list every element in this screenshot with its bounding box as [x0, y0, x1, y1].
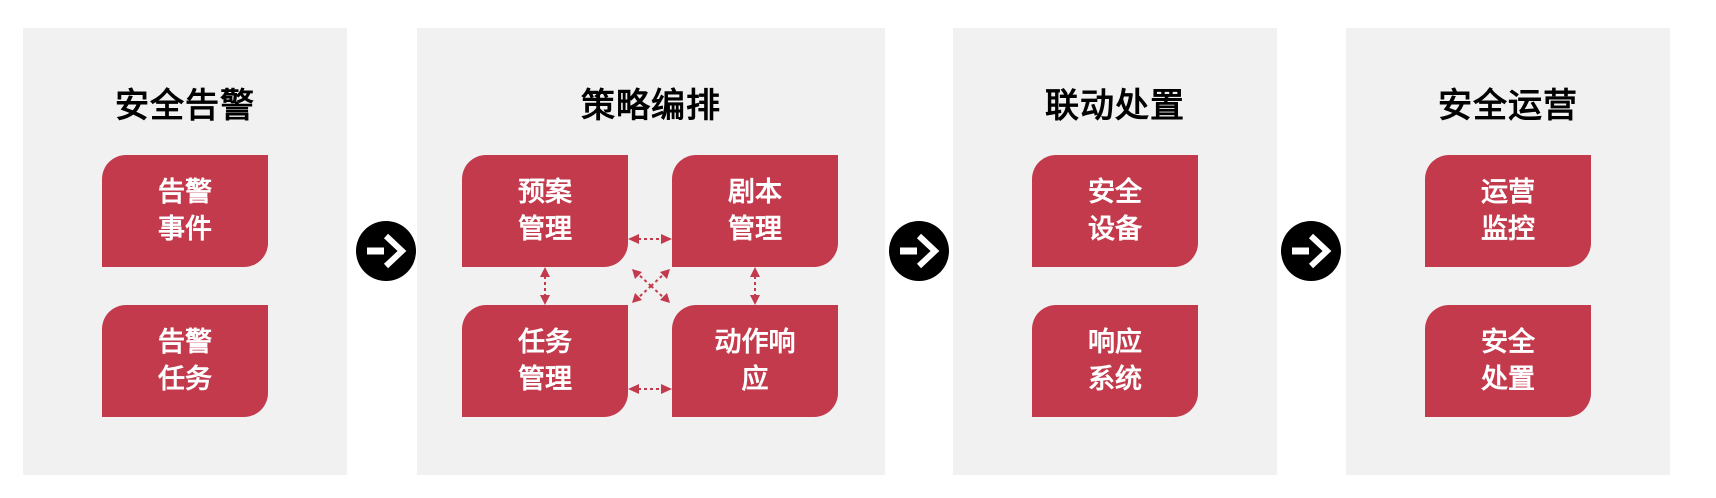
dashed-double-arrow-horizontal-icon: [628, 384, 672, 394]
node-task-management: 任务 管理: [462, 305, 628, 417]
node-label-line: 剧本: [728, 177, 782, 207]
node-label-line: 处置: [1481, 364, 1535, 394]
node-label-line: 运营: [1481, 177, 1535, 207]
node-label-line: 告警: [158, 177, 212, 207]
flow-arrow-icon: [889, 221, 949, 281]
dashed-double-arrow-vertical-icon: [540, 267, 550, 305]
panel-linked-disposal: 联动处置 安全 设备 响应 系统: [953, 28, 1277, 475]
flow-arrow-icon: [1281, 221, 1341, 281]
node-action-response: 动作响 应: [672, 305, 838, 417]
node-security-device: 安全 设备: [1032, 155, 1198, 267]
node-label-line: 事件: [158, 214, 212, 244]
node-label-line: 系统: [1088, 364, 1142, 394]
node-operation-monitoring: 运营 监控: [1425, 155, 1591, 267]
node-label-line: 管理: [728, 214, 782, 244]
four-way-dashed-arrow-icon: [632, 269, 670, 303]
panel-security-operations: 安全运营 运营 监控 安全 处置: [1346, 28, 1670, 475]
dashed-double-arrow-horizontal-icon: [628, 234, 672, 244]
panel-title: 联动处置: [1045, 87, 1185, 125]
flow-arrow-icon: [356, 221, 416, 281]
node-label-line: 安全: [1481, 327, 1535, 357]
panel-title: 安全运营: [1438, 87, 1578, 125]
node-label-line: 监控: [1481, 214, 1535, 244]
node-label-line: 动作响: [714, 327, 796, 357]
node-plan-management: 预案 管理: [462, 155, 628, 267]
panel-security-alert: 安全告警 告警 事件 告警 任务: [23, 28, 347, 475]
node-playbook-management: 剧本 管理: [672, 155, 838, 267]
node-label-line: 任务: [518, 327, 572, 357]
node-label-line: 管理: [518, 364, 572, 394]
node-label-line: 响应: [1088, 327, 1142, 357]
node-label-line: 任务: [158, 364, 212, 394]
node-label-line: 告警: [158, 327, 212, 357]
node-label-line: 设备: [1088, 214, 1142, 244]
node-response-system: 响应 系统: [1032, 305, 1198, 417]
node-label-line: 管理: [518, 214, 572, 244]
panel-title: 策略编排: [581, 87, 721, 125]
panel-policy-orchestration: 策略编排 预案 管理 剧本 管理 任务 管理 动作响 应: [417, 28, 885, 475]
dashed-double-arrow-vertical-icon: [750, 267, 760, 305]
node-alert-task: 告警 任务: [102, 305, 268, 417]
node-security-disposal: 安全 处置: [1425, 305, 1591, 417]
node-label-line: 安全: [1088, 177, 1142, 207]
panel-title: 安全告警: [115, 87, 255, 125]
node-alert-event: 告警 事件: [102, 155, 268, 267]
node-label-line: 应: [741, 364, 769, 394]
node-label-line: 预案: [518, 177, 572, 207]
